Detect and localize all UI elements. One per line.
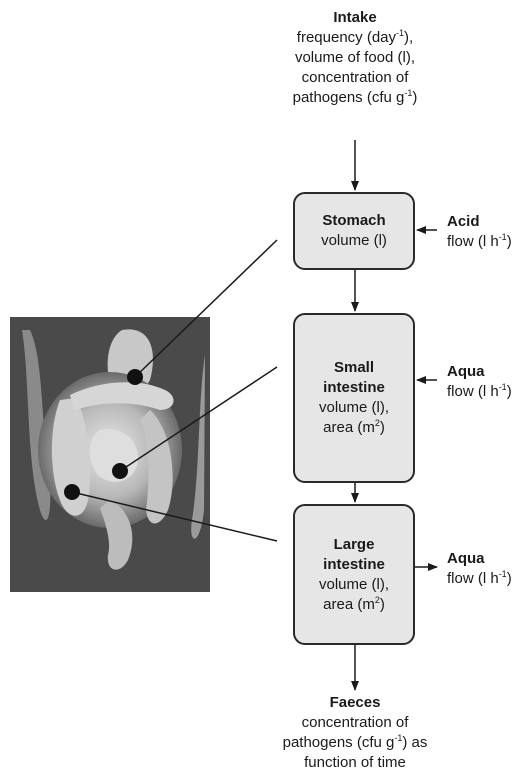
intake-volume: volume of food (l), — [265, 48, 445, 68]
large-intestine-marker-dot — [64, 484, 80, 500]
large-intestine-area: area (m2) — [323, 595, 385, 615]
stomach-marker-dot — [127, 369, 143, 385]
faeces-concentration: concentration of — [255, 713, 455, 733]
aqua-outflow-flow: flow (l h-1) — [447, 569, 512, 589]
small-intestine-volume: volume (l), — [319, 398, 389, 418]
faeces-time: function of time — [255, 753, 455, 773]
aqua-inflow-label: Aqua flow (l h-1) — [447, 362, 512, 402]
intake-pathogens: pathogens (cfu g-1) — [265, 88, 445, 108]
large-intestine-box: Large intestine volume (l), area (m2) — [293, 504, 415, 645]
small-intestine-title-2: intestine — [323, 378, 385, 398]
intestine-image — [10, 317, 210, 592]
aqua-inflow-flow: flow (l h-1) — [447, 382, 512, 402]
acid-label: Acid flow (l h-1) — [447, 212, 512, 252]
small-intestine-area: area (m2) — [323, 418, 385, 438]
faeces-pathogens: pathogens (cfu g-1) as — [255, 733, 455, 753]
acid-flow: flow (l h-1) — [447, 232, 512, 252]
intake-frequency: frequency (day-1), — [265, 28, 445, 48]
faeces-label: Faeces concentration of pathogens (cfu g… — [255, 693, 455, 773]
stomach-box: Stomach volume (l) — [293, 192, 415, 270]
faeces-title: Faeces — [255, 693, 455, 713]
large-intestine-title-2: intestine — [323, 555, 385, 575]
aqua-inflow-title: Aqua — [447, 362, 512, 382]
stomach-title: Stomach — [322, 211, 385, 231]
acid-title: Acid — [447, 212, 512, 232]
intake-concentration: concentration of — [265, 68, 445, 88]
intake-title: Intake — [265, 8, 445, 28]
stomach-volume: volume (l) — [321, 231, 387, 251]
small-intestine-box: Small intestine volume (l), area (m2) — [293, 313, 415, 483]
small-intestine-title-1: Small — [334, 358, 374, 378]
aqua-outflow-title: Aqua — [447, 549, 512, 569]
aqua-outflow-label: Aqua flow (l h-1) — [447, 549, 512, 589]
small-intestine-marker-dot — [112, 463, 128, 479]
large-intestine-volume: volume (l), — [319, 575, 389, 595]
large-intestine-title-1: Large — [334, 535, 375, 555]
intake-label: Intake frequency (day-1), volume of food… — [265, 8, 445, 108]
